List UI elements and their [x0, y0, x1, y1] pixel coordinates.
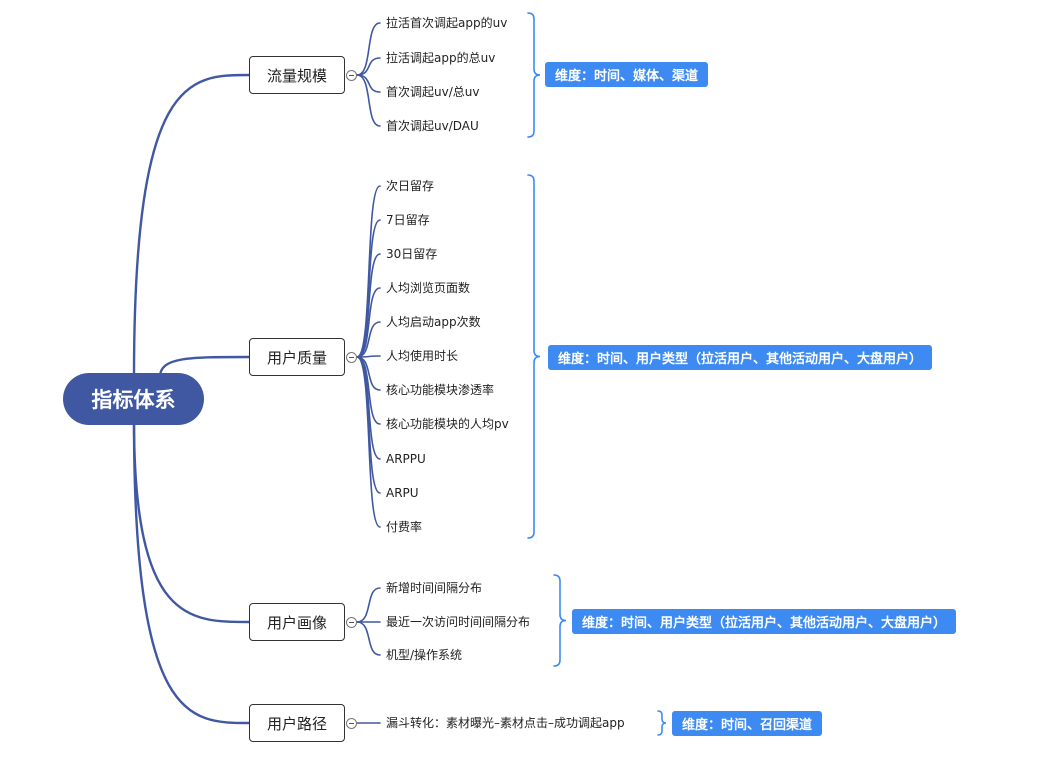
branch-node[interactable]: 用户质量	[249, 338, 345, 376]
leaf-connector	[356, 219, 381, 358]
collapse-toggle-icon[interactable]	[346, 70, 357, 81]
dimension-summary[interactable]: 维度：时间、召回渠道	[672, 711, 823, 736]
leaf-connector	[356, 253, 381, 358]
dimension-summary[interactable]: 维度：时间、用户类型（拉活用户、其他活动用户、大盘用户）	[548, 345, 933, 370]
leaf-node[interactable]: 核心功能模块渗透率	[386, 383, 495, 397]
leaf-node[interactable]: 漏斗转化：素材曝光–素材点击–成功调起app	[386, 716, 625, 730]
root-connector	[132, 73, 251, 379]
summary-bracket	[553, 574, 567, 667]
root-connector	[132, 419, 251, 725]
leaf-connector	[356, 587, 381, 623]
leaf-node[interactable]: 核心功能模块的人均pv	[386, 417, 509, 431]
leaf-node[interactable]: 最近一次访问时间间隔分布	[386, 615, 531, 629]
leaf-node[interactable]: 新增时间间隔分布	[386, 581, 483, 595]
summary-bracket	[657, 710, 667, 736]
leaf-node[interactable]: 拉活调起app的总uv	[386, 51, 496, 65]
leaf-node[interactable]: 30日留存	[386, 247, 438, 261]
leaf-node[interactable]: ARPU	[386, 486, 419, 500]
leaf-node[interactable]: 7日留存	[386, 213, 430, 227]
root-connector	[158, 355, 251, 379]
leaf-node[interactable]: ARPPU	[386, 452, 426, 466]
leaf-connector	[356, 321, 381, 358]
root-node[interactable]: 指标体系	[63, 373, 204, 425]
leaf-connector	[356, 356, 381, 528]
leaf-node[interactable]: 机型/操作系统	[386, 648, 463, 662]
summary-bracket	[527, 12, 541, 138]
branch-node[interactable]: 用户画像	[249, 603, 345, 641]
dimension-summary[interactable]: 维度：时间、用户类型（拉活用户、其他活动用户、大盘用户）	[572, 609, 957, 634]
leaf-connector	[356, 621, 381, 656]
collapse-toggle-icon[interactable]	[346, 617, 357, 628]
branch-label: 用户画像	[266, 613, 327, 632]
leaf-node[interactable]: 首次调起uv/DAU	[386, 119, 479, 133]
collapse-toggle-icon[interactable]	[346, 352, 357, 363]
summary-bracket	[527, 174, 541, 539]
leaf-node[interactable]: 付费率	[386, 520, 423, 534]
leaf-connector	[356, 287, 381, 358]
leaf-connector	[356, 74, 381, 93]
leaf-node[interactable]: 次日留存	[386, 179, 435, 193]
leaf-connector	[356, 22, 381, 76]
dimension-summary[interactable]: 维度：时间、媒体、渠道	[545, 62, 709, 87]
leaf-node[interactable]: 首次调起uv/总uv	[386, 85, 480, 99]
branch-node[interactable]: 用户路径	[249, 704, 345, 742]
leaf-node[interactable]: 人均使用时长	[386, 349, 459, 363]
root-connector	[132, 419, 251, 624]
leaf-node[interactable]: 人均启动app次数	[386, 315, 481, 329]
branch-label: 用户路径	[266, 714, 327, 733]
leaf-connector	[356, 74, 381, 127]
leaf-connector	[356, 57, 381, 76]
branch-label: 用户质量	[266, 348, 327, 367]
leaf-node[interactable]: 拉活首次调起app的uv	[386, 16, 508, 30]
collapse-toggle-icon[interactable]	[346, 718, 357, 729]
leaf-node[interactable]: 人均浏览页面数	[386, 281, 471, 295]
branch-node[interactable]: 流量规模	[249, 56, 345, 94]
branch-label: 流量规模	[266, 66, 327, 85]
root-label: 指标体系	[91, 388, 176, 412]
